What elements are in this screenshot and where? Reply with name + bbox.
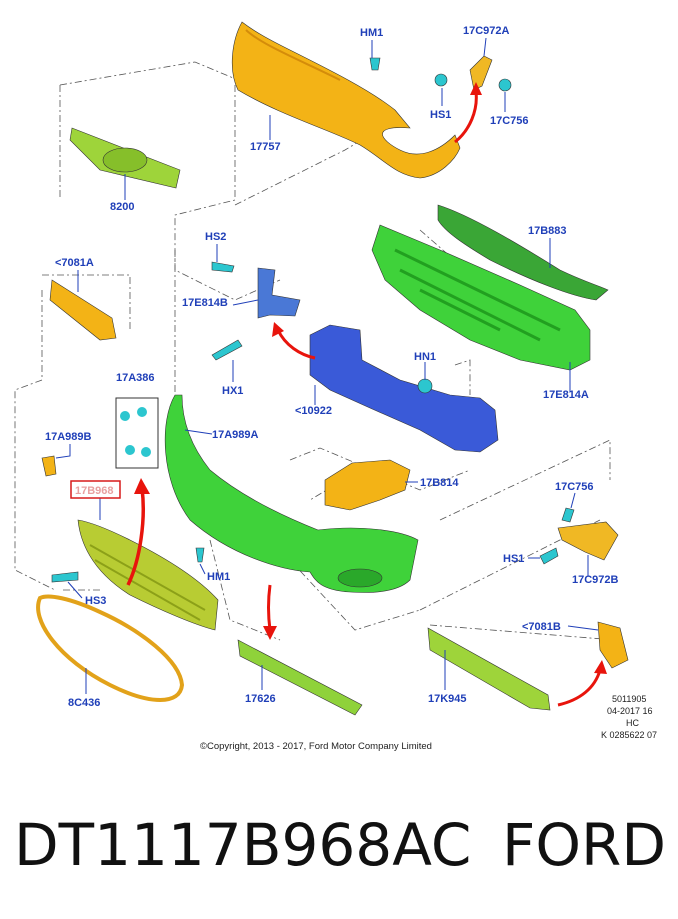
label-17c972b: 17C972B (572, 574, 619, 586)
label-17626: 17626 (245, 693, 276, 705)
label-17757: 17757 (250, 141, 281, 153)
brand-name: FORD (502, 811, 666, 879)
screw-icon-hs3 (51, 571, 79, 583)
part-number: DT1117B968AC (14, 811, 471, 879)
label-17b968: 17B968 (75, 485, 114, 497)
gasket-ring-8c436 (36, 594, 185, 702)
bracket-17e814b (257, 267, 301, 319)
arrow-icon-7081b (557, 669, 602, 707)
screw-set-icon-17a386 (120, 407, 151, 457)
label-17b814: 17B814 (420, 477, 459, 489)
bracket-17c972b (557, 521, 619, 561)
arrow-icon-17c972a (454, 91, 478, 144)
nut-icon-hn1 (417, 378, 433, 394)
deflector-17b883 (437, 204, 609, 301)
leader-lines (55, 37, 599, 694)
screw-icon-hx1 (211, 339, 243, 361)
fasteners (41, 57, 575, 583)
label-17c756-top: 17C756 (490, 115, 529, 127)
stamp-line-4: K 0285622 07 (601, 730, 657, 740)
clip-icon-17a989b (41, 455, 57, 477)
stamp-line-1: 5011905 (612, 694, 646, 704)
bracket-17e814a (371, 224, 591, 371)
screw-icon-hs2 (211, 261, 235, 273)
drawing-stamp: 5011905 04-2017 16 HC K 0285622 07 (601, 694, 657, 740)
label-17e814b: 17E814B (182, 297, 228, 309)
bumper-cover-upper (231, 21, 461, 179)
strip-17k945 (427, 627, 551, 711)
copyright-notice: ©Copyright, 2013 - 2017, Ford Motor Comp… (200, 741, 432, 752)
screw-icon-hs1-bottom (539, 547, 559, 565)
stamp-line-2: 04-2017 16 (607, 706, 653, 716)
grille-bar-8200 (69, 127, 181, 189)
label-7081b: <7081B (522, 621, 561, 633)
screw-icon-hm1-top (369, 57, 381, 71)
label-17b883: 17B883 (528, 225, 567, 237)
label-17c756-bottom: 17C756 (555, 481, 594, 493)
fastener-group-box (115, 397, 159, 469)
bracket-17c972a (469, 55, 493, 91)
label-hs1-bottom: HS1 (503, 553, 524, 565)
label-17k945: 17K945 (428, 693, 467, 705)
grille-panel-17b968 (77, 519, 219, 631)
label-hs1-top: HS1 (430, 109, 451, 121)
label-hm1-top: HM1 (360, 27, 383, 39)
bracket-17b814 (324, 459, 411, 511)
label-8c436: 8C436 (68, 697, 100, 709)
screw-icon-hs1-top (434, 73, 448, 87)
assembly-dash-lines (14, 61, 616, 641)
label-17e814a: 17E814A (543, 389, 589, 401)
arrow-icon-17b968 (126, 487, 145, 586)
bracket-7081b (597, 621, 629, 669)
label-17a989a: 17A989A (212, 429, 259, 441)
label-hs3: HS3 (85, 595, 106, 607)
clip-icon-17c756-bottom (561, 507, 575, 523)
label-hx1: HX1 (222, 385, 243, 397)
arrow-icon-17e814b (276, 329, 316, 360)
label-hn1: HN1 (414, 351, 436, 363)
label-17a386: 17A386 (116, 372, 155, 384)
label-hs2: HS2 (205, 231, 226, 243)
label-8200: 8200 (110, 201, 134, 213)
direction-arrows (126, 82, 607, 707)
part-labels: HM1 17C972A HS1 17C756 17757 8200 HS2 17… (45, 25, 619, 709)
highlight-box-17b968 (70, 480, 121, 499)
strip-17626 (237, 639, 363, 716)
label-hm1-bottom: HM1 (207, 571, 230, 583)
screw-icon-hm1-bottom (195, 547, 205, 563)
label-17a989b: 17A989B (45, 431, 92, 443)
stamp-line-3: HC (626, 718, 639, 728)
reinforcement-beam-10922 (309, 324, 499, 453)
clip-icon-17c756-top (498, 78, 512, 92)
arrow-icon-17626 (267, 584, 272, 631)
bracket-7081a (49, 279, 117, 341)
label-10922: <10922 (295, 405, 332, 417)
label-17c972a: 17C972A (463, 25, 510, 37)
bumper-cover-lower (164, 394, 419, 593)
label-7081a: <7081A (55, 257, 94, 269)
